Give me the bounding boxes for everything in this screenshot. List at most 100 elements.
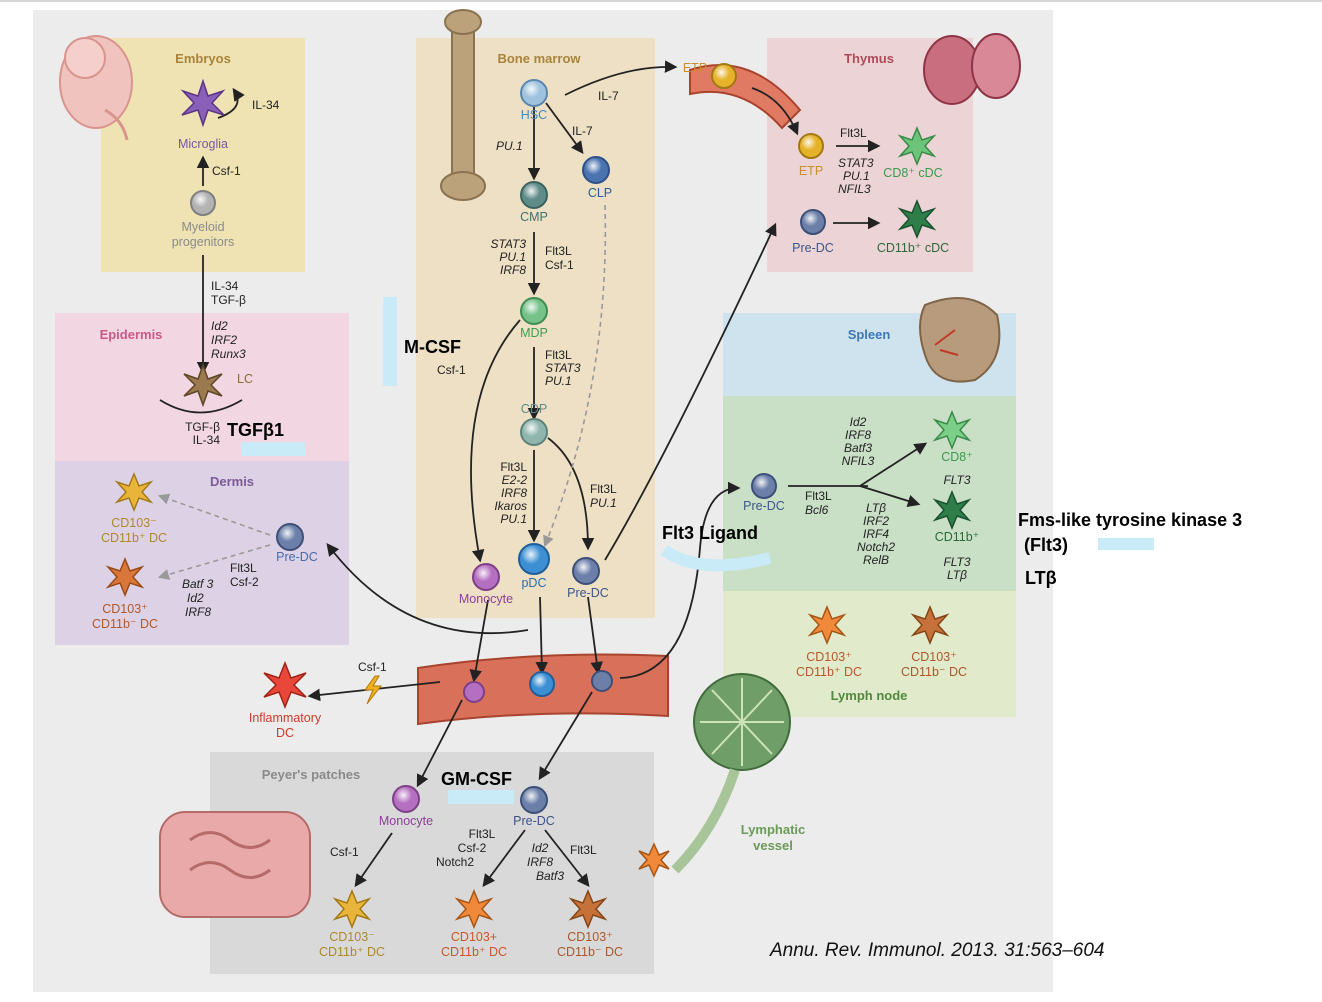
cdp-label: CDP — [521, 402, 547, 416]
cdp-cell — [520, 418, 548, 446]
dermis-dc1-label: CD103⁻CD11b⁺ DC — [101, 516, 167, 545]
microglia-label: Microglia — [178, 137, 228, 151]
csf1-label: Csf-1 — [212, 164, 241, 178]
ln-dc2-label: CD103⁺CD11b⁻ DC — [901, 650, 967, 679]
cmp-label: CMP — [520, 210, 548, 224]
flt3-ligand-highlight-arc — [660, 544, 772, 572]
spleen-pre-dc-cell — [751, 473, 777, 499]
etp-vessel-cell — [711, 63, 737, 89]
inflammatory-dc-cell — [263, 660, 307, 710]
tgfb1-annotation: TGFβ1 — [227, 420, 284, 440]
mdp-label: MDP — [520, 326, 548, 340]
thymus-icon — [923, 33, 1021, 105]
spleen-icon — [919, 296, 1001, 383]
flt3-highlight-bar — [1098, 538, 1154, 550]
embryos-title: Embryos — [175, 51, 231, 66]
pp-dc3-label: CD103⁺CD11b⁻ DC — [557, 930, 623, 959]
lightning-icon — [364, 675, 383, 705]
thymus-pre-dc-cell — [800, 209, 826, 235]
pp-flt3l-label: Flt3L — [570, 843, 597, 857]
monocyte-cell — [472, 563, 500, 591]
dermis-title: Dermis — [210, 474, 254, 489]
pp-dc1-cell — [332, 889, 372, 929]
dermis-dc2-cell — [105, 557, 145, 597]
gmcsf-highlight-bar — [448, 790, 514, 804]
bone-marrow-title: Bone marrow — [497, 51, 581, 66]
clp-cell — [582, 156, 610, 184]
pp-pre-dc-label: Pre-DC — [513, 814, 555, 828]
pu1-label: PU.1 — [496, 139, 523, 153]
spleen-cd8-label: CD8⁺ — [941, 450, 973, 464]
cd11b-cdc-cell — [897, 199, 937, 239]
monocyte-label: Monocyte — [459, 592, 513, 606]
bm-pre-dc-label: Pre-DC — [567, 586, 609, 600]
microglia-cell — [180, 78, 226, 128]
dermis-dc2-label: CD103⁺CD11b⁻ DC — [92, 602, 158, 631]
flt3-label: FLT3 — [943, 473, 970, 487]
thymus-etp-label: ETP — [799, 164, 823, 178]
embryos-region — [101, 38, 305, 272]
vessel-pdc-cell — [529, 671, 555, 697]
spleen-cd11b-label: CD11b⁺ — [935, 530, 980, 544]
dermis-pre-dc-cell — [276, 523, 304, 551]
dermis-pre-dc-label: Pre-DC — [276, 550, 318, 564]
cd8-cdc-cell — [897, 126, 937, 166]
pp-monocyte-cell — [392, 785, 420, 813]
epidermis-title: Epidermis — [100, 327, 163, 342]
fms-annotation: Fms-like tyrosine kinase 3 — [1018, 510, 1243, 530]
pp-pre-dc-cell — [520, 786, 548, 814]
ln-dc1-cell — [807, 605, 847, 645]
spleen-pre-dc-label: Pre-DC — [743, 499, 785, 513]
citation: Annu. Rev. Immunol. 2013. 31:563–604 — [770, 940, 1105, 961]
spleen-cd11b-cell — [932, 490, 972, 530]
pdc-label: pDC — [521, 576, 546, 590]
dermis-dc1-cell — [114, 472, 154, 512]
hsc-label: HSC — [521, 108, 547, 122]
ltb-annotation: LTβ — [1025, 568, 1057, 588]
flt3-ligand-annotation: Flt3 Ligand — [662, 523, 758, 543]
dendritic-cells — [105, 78, 972, 929]
pp-dc3-cell — [568, 889, 608, 929]
top-divider — [0, 0, 1322, 2]
cd11b-cdc-label: CD11b⁺ cDC — [877, 241, 949, 255]
hsc-cell — [520, 79, 548, 107]
round-cells — [190, 63, 826, 814]
bm-csf1-label: Csf-1 — [437, 363, 466, 377]
intestine-icon — [159, 811, 311, 918]
pp-csf1-label: Csf-1 — [330, 845, 359, 859]
tgfb1-highlight-bar — [241, 442, 305, 456]
pp-dc1-label: CD103⁻CD11b⁺ DC — [319, 930, 385, 959]
bone-icon — [440, 9, 486, 201]
thymus-pre-dc-label: Pre-DC — [792, 241, 834, 255]
thymus-flt3l-label: Flt3L — [840, 126, 867, 140]
pdc-cell — [518, 543, 550, 575]
lc-label: LC — [237, 372, 253, 386]
vessel-csf1-label: Csf-1 — [358, 660, 387, 674]
pp-dc2-cell — [454, 889, 494, 929]
gmcsf-annotation: GM-CSF — [441, 769, 512, 789]
flt3-paren-annotation: (Flt3) — [1024, 535, 1068, 555]
vessel-monocyte-cell — [463, 681, 485, 703]
thymus-etp-cell — [798, 133, 824, 159]
lymph-node-title: Lymph node — [831, 688, 908, 703]
ln-dc1-label: CD103⁺CD11b⁺ DC — [796, 650, 862, 679]
il7-label-2: IL-7 — [572, 124, 593, 138]
myeloid-cell — [190, 190, 216, 216]
